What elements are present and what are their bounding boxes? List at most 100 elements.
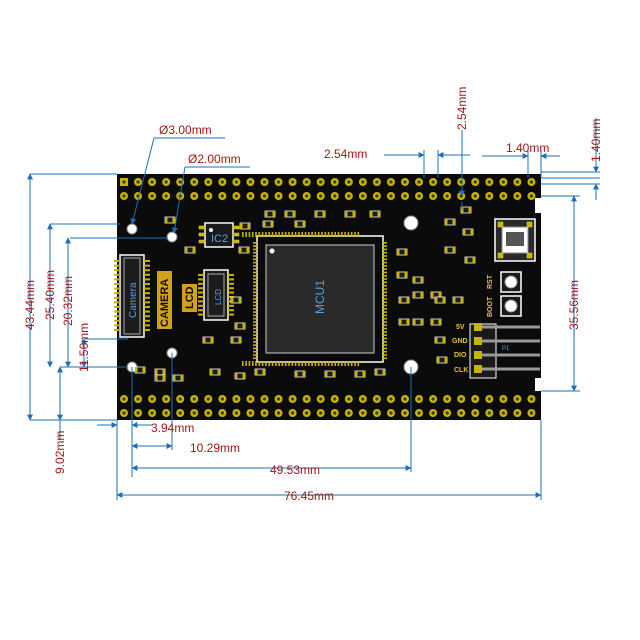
pin-hole — [262, 397, 267, 401]
pin-hole — [473, 397, 477, 401]
mcu-pin — [281, 232, 284, 237]
mcu-pin — [382, 271, 387, 274]
pin-hole — [164, 194, 168, 198]
pin-hole — [431, 411, 435, 415]
mcu-pin — [253, 251, 258, 254]
mcu-pin — [382, 331, 387, 333]
dim-hole-3mm: Ø3.00mm — [159, 123, 212, 137]
pin-hole — [487, 194, 491, 198]
lcd-connector-label: LCD — [214, 289, 223, 305]
smd-pad — [217, 369, 220, 375]
pin-hole — [375, 194, 379, 198]
pin-hole — [445, 180, 449, 184]
camera-connector-pin — [114, 287, 120, 290]
pin-hole — [431, 397, 435, 401]
camera-connector-pin — [144, 324, 150, 327]
pin-hole — [206, 411, 210, 415]
mcu-pin — [253, 301, 258, 303]
mcu-pin — [253, 334, 258, 336]
smd-pad — [406, 297, 409, 303]
mcu-pin — [382, 337, 387, 340]
dim-hole-2mm: Ø2.00mm — [188, 152, 241, 166]
camera-connector-pin — [114, 264, 120, 267]
mcu-pin — [253, 354, 258, 356]
mcu-pin — [317, 361, 320, 366]
swd-pin-leg — [482, 339, 540, 343]
camera-connector-pin — [144, 329, 150, 331]
mcu-pin — [382, 255, 387, 257]
dim-pitch-top: 2.54mm — [324, 147, 367, 161]
pin-hole — [389, 180, 393, 184]
mcu-pin — [304, 361, 307, 366]
camera-connector-pin — [114, 310, 120, 313]
dim-height-9-02: 9.02mm — [53, 431, 67, 474]
pin-hole — [291, 180, 295, 184]
dim-width-3-94: 3.94mm — [151, 421, 194, 435]
mcu-pin — [347, 361, 350, 366]
camera-tag-text: CAMERA — [159, 279, 171, 327]
mcu-pin — [253, 324, 258, 327]
mcu-pin — [308, 361, 310, 366]
mcu-pin — [251, 232, 254, 237]
pin-hole — [122, 397, 126, 401]
swd-pin-dio: DIO — [454, 352, 467, 359]
pin-hole — [417, 397, 421, 401]
mcu-pin — [382, 281, 387, 284]
smd-pad — [272, 211, 275, 217]
pin-hole — [262, 180, 267, 184]
pin-hole — [445, 397, 449, 401]
mcu-pin — [382, 341, 387, 343]
smd-pad — [420, 277, 423, 283]
camera-connector-pin — [114, 315, 120, 318]
lcd-connector-pin — [198, 313, 204, 316]
mcu-pin — [253, 268, 258, 270]
pin-hole — [262, 411, 267, 415]
pin-hole — [529, 180, 534, 184]
smd-pad — [203, 337, 206, 343]
pin-hole — [445, 411, 449, 415]
pin-hole — [319, 194, 323, 198]
usb-connector — [494, 218, 536, 262]
mcu-pin — [258, 361, 261, 366]
pin-hole — [375, 411, 379, 415]
mcu-pin — [341, 361, 343, 366]
smd-pad — [231, 337, 234, 343]
mcu-pin — [275, 361, 277, 366]
lcd-connector-pin — [228, 309, 234, 312]
pin-hole — [206, 397, 210, 401]
camera-connector-pin — [144, 273, 150, 276]
dim-height-total: 43.44mm — [23, 280, 37, 330]
mcu-pin — [291, 232, 294, 237]
smd-pad — [263, 221, 266, 227]
mcu-pin — [382, 265, 387, 267]
ic2-chip: IC2 — [198, 222, 240, 248]
smd-pad — [295, 221, 298, 227]
pin-hole — [192, 194, 196, 198]
dimension-lines — [27, 118, 600, 500]
pin-hole — [501, 194, 505, 198]
smd-pad — [235, 373, 238, 379]
smd-pad — [435, 337, 438, 343]
pin-hole — [150, 397, 154, 401]
mcu-pin — [382, 242, 387, 244]
pin-hole — [473, 194, 477, 198]
lcd-connector-pin — [228, 282, 234, 285]
mcu-pin — [253, 258, 258, 261]
pin-hole — [403, 194, 407, 198]
smd-pad — [332, 371, 335, 377]
pin-hole — [361, 397, 365, 401]
mcu-pin — [255, 361, 257, 366]
mcu-pin — [248, 361, 251, 366]
pin-hole — [431, 180, 435, 184]
mcu-pin — [337, 232, 340, 237]
swd-pad — [474, 351, 482, 359]
mcu-pin — [382, 357, 387, 360]
camera-connector-pin — [114, 301, 120, 304]
pin-hole — [333, 194, 337, 198]
dim-height-25-40: 25.40mm — [43, 270, 57, 320]
mcu-pin — [253, 308, 258, 310]
mcu-pin — [327, 361, 330, 366]
mcu-pin — [278, 232, 280, 237]
pin-hole — [305, 397, 309, 401]
mcu-pin — [271, 232, 274, 237]
